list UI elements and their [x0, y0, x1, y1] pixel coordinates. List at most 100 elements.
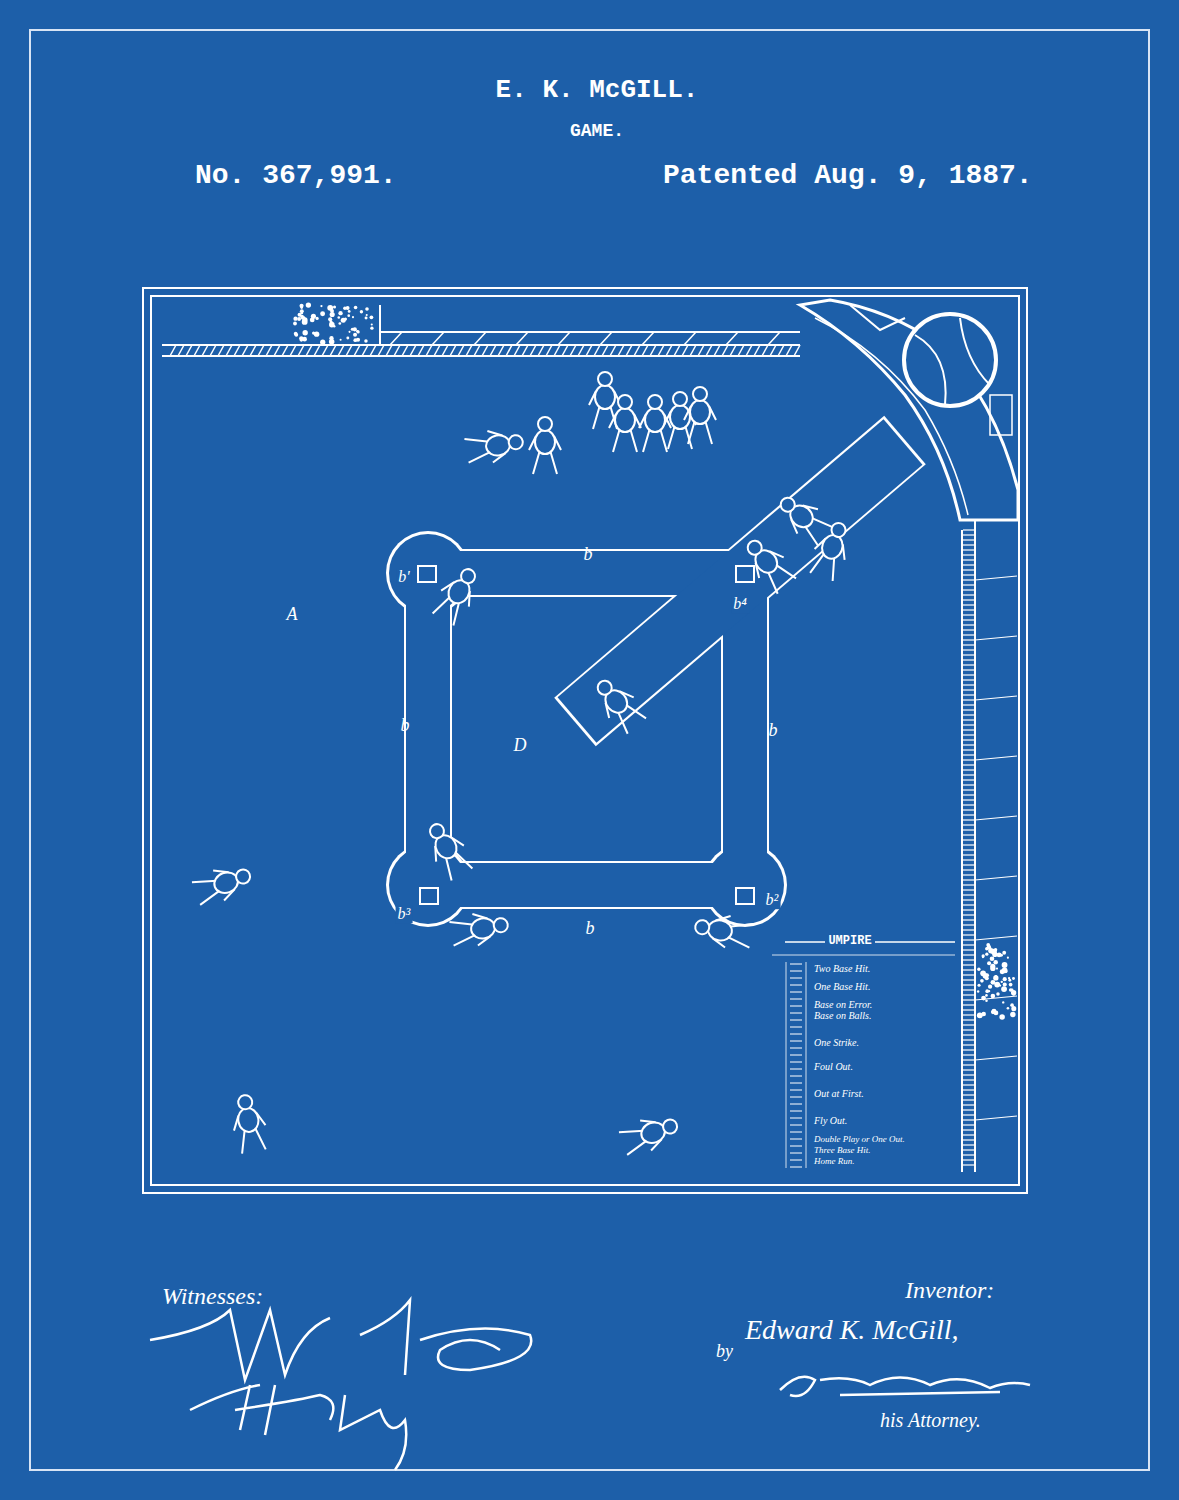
hatch-line	[963, 864, 974, 865]
hatch-line	[963, 954, 974, 955]
crowd-dot	[977, 990, 979, 992]
hatch-line	[684, 332, 696, 345]
hatch-line	[963, 1159, 974, 1160]
hatch-line	[250, 345, 256, 356]
hatch-line	[975, 936, 1017, 940]
hatch-line	[963, 694, 974, 695]
player-figure	[618, 1109, 683, 1159]
crowd-dot	[994, 976, 998, 980]
player-figure	[420, 817, 476, 882]
table-mark	[790, 1090, 802, 1091]
hatch-line	[963, 789, 974, 790]
hatch-line	[963, 944, 974, 945]
hatch-line	[963, 824, 974, 825]
table-cell: Base on Balls.	[814, 1010, 872, 1021]
table-mark	[790, 1020, 802, 1021]
crowd-dot	[1002, 951, 1006, 955]
hatch-line	[226, 345, 232, 356]
hatch-line	[963, 909, 974, 910]
table-mark	[790, 971, 802, 972]
inventor-name: Edward K. McGill,	[745, 1315, 959, 1346]
crowd-dot	[343, 306, 347, 310]
table-mark	[790, 1167, 802, 1168]
hatch-line	[963, 1019, 974, 1020]
crowd-dot	[996, 992, 1000, 996]
hatch-line	[963, 644, 974, 645]
hatch-line	[346, 345, 352, 356]
hatch-line	[963, 579, 974, 580]
hatch-line	[562, 345, 568, 356]
crowd-dot	[370, 326, 373, 329]
hatch-line	[963, 1064, 974, 1065]
table-cell: One Strike.	[814, 1037, 859, 1048]
hatch-line	[975, 816, 1017, 820]
inventor-heading: Inventor:	[905, 1277, 994, 1303]
crowd-dot	[344, 317, 347, 320]
player-figure	[588, 672, 649, 736]
attorney-note: his Attorney.	[880, 1409, 981, 1431]
hatch-line	[274, 345, 280, 356]
hatch-line	[770, 345, 776, 356]
player-figure	[191, 859, 256, 909]
hatch-line	[963, 769, 974, 770]
crowd-dot	[1000, 969, 1005, 974]
crowd-dot	[360, 310, 363, 313]
hatch-line	[963, 794, 974, 795]
hatch-line	[963, 729, 974, 730]
table-cell: Base on Error.	[814, 999, 872, 1010]
crowd-dot	[300, 306, 303, 309]
crowd-dot	[992, 952, 997, 957]
hatch-line	[963, 1084, 974, 1085]
crowd-dot	[340, 339, 342, 341]
player-figure	[806, 518, 856, 583]
hatch-line	[963, 984, 974, 985]
table-mark	[790, 992, 802, 993]
table-mark	[790, 1069, 802, 1070]
hatch-line	[963, 594, 974, 595]
crowd-dot	[349, 331, 351, 333]
player-figure	[664, 392, 696, 449]
crowd-dot	[365, 317, 368, 320]
hatch-line	[963, 839, 974, 840]
hatch-line	[558, 332, 570, 345]
player-figures	[191, 372, 856, 1159]
crowd-dot	[1008, 979, 1011, 982]
hatch-line	[586, 345, 592, 356]
crowd-dot	[366, 314, 368, 316]
hatch-line	[394, 345, 400, 356]
hatch-line	[963, 1044, 974, 1045]
hatch-line	[963, 994, 974, 995]
crowd-dot	[328, 317, 332, 321]
hatch-line	[963, 599, 974, 600]
crowd-dot	[993, 975, 998, 980]
crowd-dot	[312, 332, 315, 335]
reference-letter: b⁴	[731, 595, 749, 613]
crowd-dot	[1009, 988, 1013, 992]
hatch-line	[610, 345, 616, 356]
hatch-line	[506, 345, 512, 356]
hatch-line	[963, 549, 974, 550]
hatch-line	[170, 345, 176, 356]
hatch-line	[642, 332, 654, 345]
hatch-line	[963, 904, 974, 905]
hatch-line	[754, 345, 760, 356]
hatch-line	[186, 345, 192, 356]
crowd-dot	[298, 313, 302, 317]
table-cell: Double Play or One Out.	[814, 1135, 905, 1145]
grandstand-hatching	[170, 332, 800, 356]
crowd-dot	[1001, 986, 1007, 992]
reference-letter: b²	[764, 891, 781, 909]
crowd-dot	[1011, 988, 1014, 991]
table-mark	[790, 1160, 802, 1161]
crowd-dot	[1003, 982, 1007, 986]
hatch-line	[963, 664, 974, 665]
hatch-line	[402, 345, 408, 356]
crowd-dot	[306, 302, 311, 307]
crowd-dot	[987, 961, 991, 965]
hatch-line	[282, 345, 288, 356]
hatch-line	[963, 899, 974, 900]
hatch-line	[963, 949, 974, 950]
crowd-dot	[338, 322, 341, 325]
hatch-line	[963, 874, 974, 875]
hatch-line	[202, 345, 208, 356]
